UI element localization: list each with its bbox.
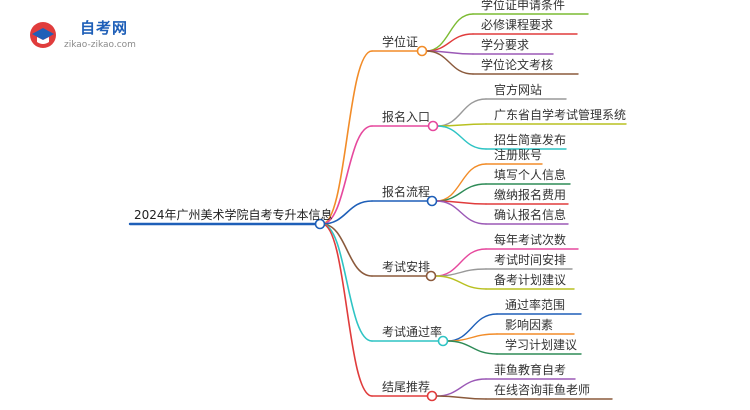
leaf-connector: [446, 340, 498, 355]
branch-node: [437, 335, 449, 347]
leaf-connector: [435, 183, 487, 202]
branch-connector: [321, 223, 373, 397]
leaf-label: 菲鱼教育自考: [494, 363, 567, 377]
leaf-label: 缴纳报名费用: [494, 188, 567, 202]
branch-label: 结尾推荐: [382, 380, 431, 394]
leaf-label: 学分要求: [481, 38, 530, 52]
branch-connector: [321, 223, 373, 277]
leaf-label: 备考计划建议: [494, 273, 567, 287]
leaf-connector: [434, 275, 487, 290]
root-node: [314, 218, 326, 230]
leaf-connector: [425, 13, 474, 52]
leaf-label: 填写个人信息: [494, 168, 567, 182]
root-topic-label: 2024年广州美术学院自考专升本信息: [134, 208, 333, 222]
leaf-label: 广东省自学考试管理系统: [494, 108, 627, 122]
leaf-label: 官方网站: [494, 83, 543, 97]
leaf-label: 学位证申请条件: [481, 0, 566, 12]
branch-label: 报名流程: [382, 185, 431, 199]
leaf-connector: [435, 163, 487, 202]
branch-connector: [321, 223, 373, 342]
leaf-connector: [436, 125, 487, 150]
leaf-label: 招生简章发布: [494, 133, 567, 147]
branch-connector: [321, 50, 373, 225]
site-logo: 自考网 zikao-zikao.com: [28, 16, 138, 52]
branch-node: [427, 120, 439, 132]
leaf-connector: [435, 200, 487, 225]
logo-title: 自考网: [80, 19, 129, 37]
leaf-label: 考试时间安排: [494, 253, 567, 267]
leaf-label: 学位论文考核: [481, 58, 554, 72]
leaf-connector: [436, 98, 487, 127]
leaf-label: 影响因素: [505, 318, 554, 332]
leaf-connector: [425, 33, 474, 52]
branch-node: [426, 390, 438, 402]
branch-connector: [321, 200, 373, 225]
leaf-connector: [435, 378, 487, 397]
leaf-label: 学习计划建议: [505, 338, 578, 352]
branch-label: 考试通过率: [382, 325, 443, 339]
leaf-label: 通过率范围: [505, 298, 566, 312]
branch-node: [426, 195, 438, 207]
leaf-label: 注册账号: [494, 148, 543, 162]
logo-subtitle: zikao-zikao.com: [64, 40, 136, 50]
branch-label: 报名入口: [382, 110, 431, 124]
branch-label: 考试安排: [382, 260, 431, 274]
leaf-connector: [425, 50, 474, 75]
leaf-label: 必修课程要求: [481, 18, 554, 32]
leaf-label: 在线咨询菲鱼老师: [494, 383, 591, 397]
branch-node: [425, 270, 437, 282]
branch-connector: [321, 125, 373, 225]
graduation-cap-icon: [30, 22, 56, 48]
leaf-connector: [435, 395, 487, 400]
leaf-label: 每年考试次数: [494, 233, 567, 247]
branch-node: [416, 45, 428, 57]
leaf-label: 确认报名信息: [494, 208, 567, 222]
branch-label: 学位证: [382, 35, 419, 49]
